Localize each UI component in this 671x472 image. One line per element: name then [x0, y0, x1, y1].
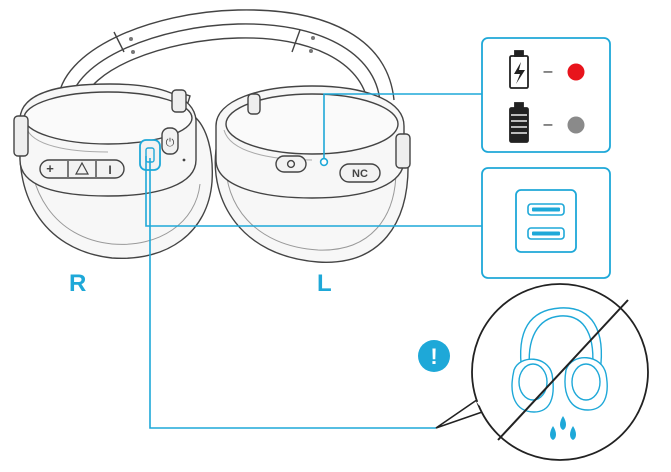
right-side-label: R — [69, 270, 87, 297]
water-warning-callout — [435, 283, 649, 461]
battery-full-icon — [509, 102, 529, 143]
power-button[interactable]: ⏻ — [166, 137, 175, 149]
nc-button[interactable]: NC — [352, 168, 368, 180]
water-drops — [550, 416, 576, 440]
charged-dash: – — [544, 116, 553, 133]
charging-indicator-dot — [567, 63, 585, 81]
usb-port-icon — [515, 189, 577, 253]
callout-lines — [145, 93, 482, 429]
volume-down-button[interactable]: I — [108, 163, 111, 177]
svg-text:!: ! — [430, 344, 437, 369]
volume-up-button[interactable]: + — [46, 161, 54, 176]
charging-dash: – — [544, 63, 553, 80]
charged-indicator-dot — [567, 116, 585, 134]
left-earcup — [214, 85, 411, 263]
led-status-panel: – – — [481, 37, 611, 153]
left-side-label: L — [317, 270, 332, 297]
no-water-icon — [497, 299, 629, 441]
right-earcup — [13, 83, 214, 260]
wet-headphone-illustration — [511, 307, 608, 413]
exclamation-icon: ! — [418, 340, 450, 372]
charging-port-panel — [481, 167, 611, 279]
play-pause-icon[interactable] — [74, 161, 90, 175]
battery-charging-icon — [509, 50, 529, 89]
